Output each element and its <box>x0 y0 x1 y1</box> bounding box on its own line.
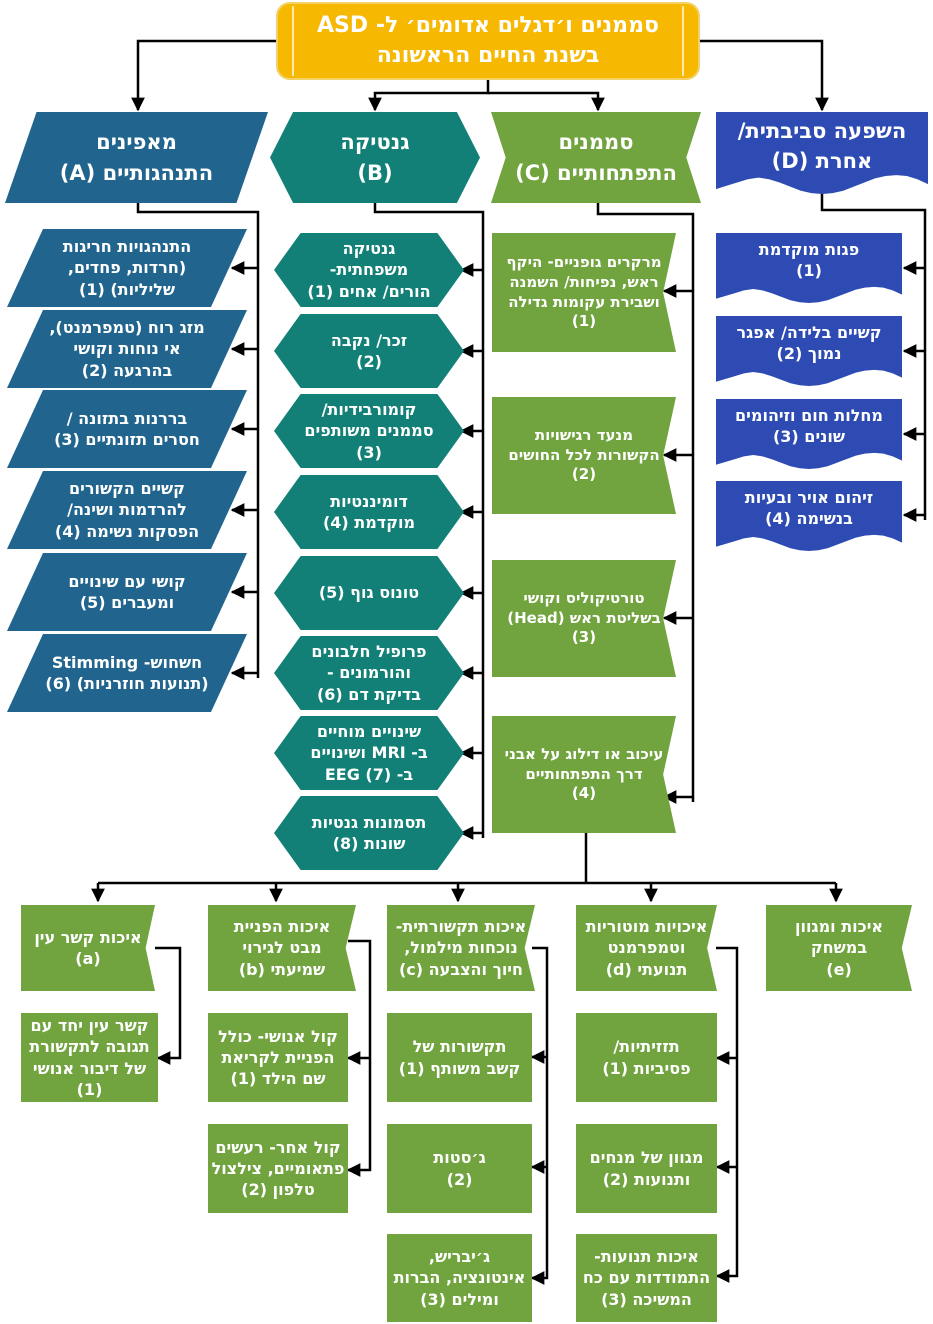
subgroup-e-header: איכות ומגוון במשחק (e) <box>766 905 912 991</box>
category-c-header: סממנים התפתחותיים (C) <box>491 112 701 203</box>
subgroup-b-header: איכות הפניית מבט לגירוי שמיעתי (b) <box>208 905 356 991</box>
behavior-item: בררנות בתזונה / חסרים תזונתיים (3) <box>7 390 247 468</box>
category-a-header: מאפינים התנהגותיים (A) <box>5 112 268 203</box>
title-line-2: בשנת החיים הראשונה <box>376 43 600 68</box>
title-inner-frame <box>292 6 684 76</box>
developmental-item: מרקרים גופניים- היקף ראש, נפיחות/ השמנה … <box>492 233 676 352</box>
behavior-item: התנהגויות חריגות (חרדות, פחדים, שליליות)… <box>7 229 247 307</box>
subgroup-d-header: איכויות מוטוריות וטמפרמנט תנועתי (d) <box>576 905 717 991</box>
genetics-item: תסמונות גנטיות שונות (8) <box>274 796 464 870</box>
subgroup-d-item: איכות תנועות- התמודדות עם כח המשיכה (3) <box>576 1234 717 1322</box>
developmental-item: טורטיקוליס וקושי בשליטת ראש (Head) (3) <box>492 560 676 677</box>
subgroup-c-item: ג׳יבריש, אינטונציה, הברות ומילים (3) <box>387 1234 532 1322</box>
subgroup-c-header: איכות תקשורתית- נוכחות מילמול, חיוך והצב… <box>387 905 535 991</box>
developmental-item: מנעד רגישויות הקשורות לכל החושים (2) <box>492 397 676 514</box>
diagram-title: סממנים ו׳דגלים אדומים׳ ל- ASD בשנת החיים… <box>276 2 700 80</box>
behavior-item: קושי עם שינויים ומעברים (5) <box>7 553 247 631</box>
genetics-item: שינויים מוחיים ב- MRI ושינויים ב- EEG (7… <box>274 716 464 790</box>
subgroup-a-header: איכות קשר עין (a) <box>21 905 155 991</box>
genetics-item: דומיננטיות מוקדמת (4) <box>274 475 464 549</box>
behavior-item: מזג רוח (טמפרמנט), אי נוחות וקושי בהרגעה… <box>7 310 247 388</box>
genetics-item: גנטיקה משפחתית- הורים/ אחים (1) <box>274 233 464 307</box>
category-b-header: גנטיקה (B) <box>270 112 480 203</box>
subgroup-b-item: קול אנושי- כולל הפניית לקריאת שם הילד (1… <box>208 1013 348 1102</box>
developmental-item: עיכוב או דילוג על אבני דרך התפתחותיים (4… <box>492 716 676 833</box>
subgroup-b-item: קול אחר- רעשים פתאומיים, צילצול טלפון (2… <box>208 1124 348 1213</box>
behavior-item: חשחוש- Stimming (תנועות חוזרניות) (6) <box>7 634 247 712</box>
subgroup-c-item: תקשורות של קשב משותף (1) <box>387 1013 532 1102</box>
genetics-item: טונוס גוף (5) <box>274 556 464 630</box>
genetics-item: זכר/ נקבה (2) <box>274 314 464 388</box>
subgroup-d-item: מגוון של מנחים ותנועות (2) <box>576 1124 717 1213</box>
subgroup-d-item: תזזיתיות/ פסיביות (1) <box>576 1013 717 1102</box>
genetics-item: קומורבידיות/ סממנים משותפים (3) <box>274 394 464 468</box>
subgroup-c-item: ג׳סטות (2) <box>387 1124 532 1213</box>
genetics-item: פרופיל חלבונים והורמונים - בדיקת דם (6) <box>274 636 464 710</box>
title-line-1: סממנים ו׳דגלים אדומים׳ ל- ASD <box>317 12 659 38</box>
behavior-item: קשיים הקשורים להרדמות ושינה/ הפסקות נשימ… <box>7 471 247 549</box>
title-background <box>276 2 700 80</box>
subgroup-a-item: קשר עין יחד עם תגובה לתקשורת של דיבור אנ… <box>21 1013 158 1102</box>
